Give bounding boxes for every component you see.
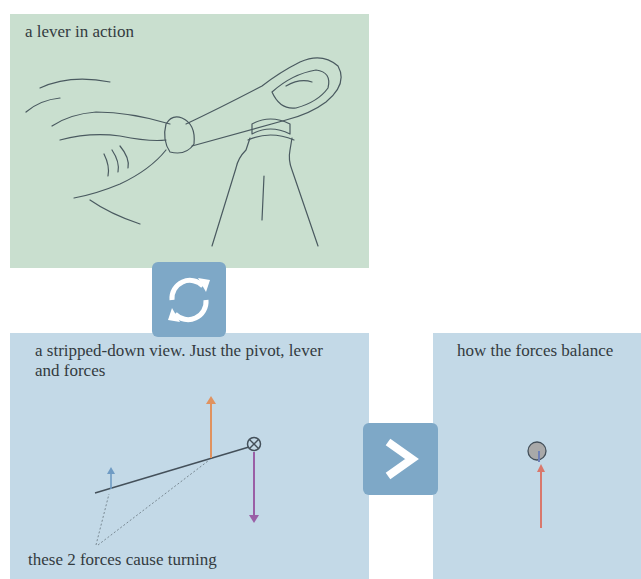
balance-schematic: [528, 442, 546, 528]
next-icon: [363, 423, 438, 495]
panel: a stripped-down view. Just the pivot, le…: [10, 333, 369, 579]
panel: how the forces balance: [433, 333, 641, 579]
panel-heading: a stripped-down view. Just the pivot, le…: [35, 341, 350, 381]
panel: a lever in action: [10, 14, 369, 268]
panel-ground: [433, 333, 641, 579]
panel-note: these 2 forces cause turning: [28, 550, 217, 570]
lever-schematic: [95, 396, 261, 545]
panel-ground: [10, 14, 369, 268]
panel-heading: how the forces balance: [457, 341, 632, 361]
panel-heading: a lever in action: [25, 22, 355, 42]
panel-ground: [10, 333, 369, 579]
lever-illustration: [26, 58, 341, 246]
refresh-icon: [152, 262, 226, 337]
